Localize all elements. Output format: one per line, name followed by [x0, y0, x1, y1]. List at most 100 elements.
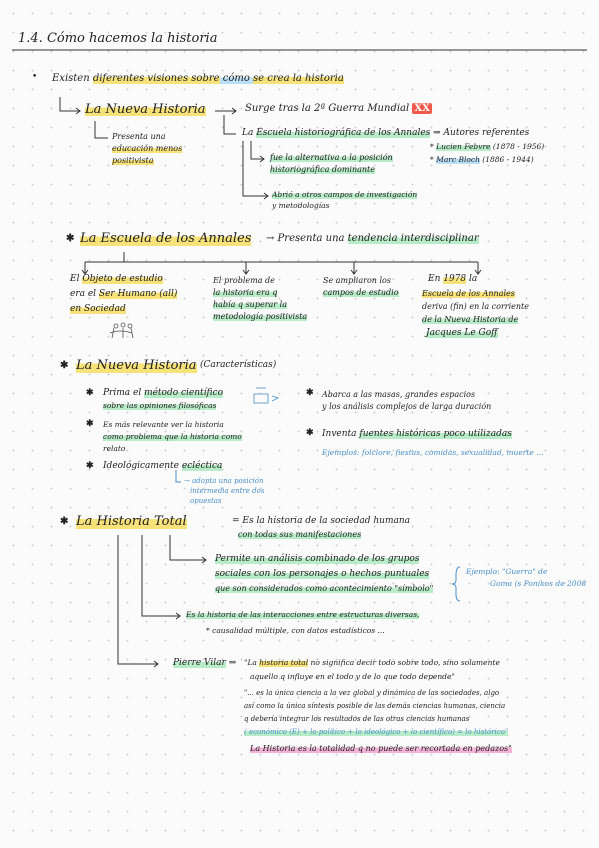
c2-line1: Es más relevante ver la historia — [103, 420, 224, 429]
total-def-1: = Es la historia de la sociedad humana — [232, 516, 411, 526]
abrio-2: y metodologías — [272, 201, 330, 210]
col4-line1: En 1978 la — [428, 274, 478, 284]
col4-line3: deriva (fin) en la corriente — [422, 302, 529, 311]
intro-text-a: Existen — [52, 73, 93, 84]
abrio-1-text: Abrió a otros campos de investigación — [272, 190, 418, 199]
intro-text-b: diferentes visiones sobre — [92, 73, 220, 84]
c2-2: como problema que la historia como — [103, 432, 242, 441]
total-star: ✱ — [60, 516, 69, 527]
vilar-line: Pierre Vilar ⇒ — [173, 658, 236, 668]
ejemplo-2: Goma (s Ponikos de 2008 — [490, 579, 587, 588]
annales-arrow-text: → Presenta una — [266, 233, 348, 244]
col4-1b: 1978 — [443, 274, 467, 284]
inter-1: Es la historia de las interacciones entr… — [186, 610, 420, 619]
quote-6-text: ( económico (E) + lo político + lo ideol… — [244, 728, 509, 736]
col1-line3: en Sociedad — [70, 304, 126, 314]
fue-2: historiográfica dominante — [270, 165, 375, 174]
quote-7: La Historia es la totalidad q no puede s… — [250, 744, 512, 753]
carac-label: La Nueva Historia — [76, 358, 197, 373]
annales-tendencia: → Presenta una tendencia interdisciplina… — [266, 233, 479, 244]
c3-a: Ideológicamente — [103, 461, 182, 471]
escuela-b: Escuela historiográfica de los Annales — [256, 128, 431, 138]
col4-line2: Escuela de los Annales — [422, 289, 515, 298]
c5-b: fuentes históricas poco utilizadas — [359, 429, 512, 439]
col4-1a: En — [428, 274, 444, 284]
annales-label-text: La Escuela de los Annales — [80, 231, 252, 246]
total-label-text: La Historia Total — [76, 514, 187, 529]
page-title: 1.4. Cómo hacemos la historia — [18, 31, 218, 46]
c3-note3: opuestas — [190, 497, 222, 505]
col2-4: metodología positivista — [213, 312, 308, 321]
c5-line: Inventa fuentes históricas poco utilizad… — [322, 429, 512, 439]
fue-1-text: fue la alternativa a la posición — [270, 153, 393, 162]
perm-1: Permite un análisis combinado de los gru… — [215, 554, 420, 564]
fue-2-text: historiográfica dominante — [270, 165, 375, 174]
vilar-name: Pierre Vilar — [173, 658, 226, 668]
col4-line4: de la Nueva Historia de — [422, 315, 519, 324]
escuela-c: ⇒ Autores referentes — [430, 128, 530, 138]
c1-line2: sobre las opiniones filosóficas — [103, 401, 217, 410]
c1-line1: Prima el método científico — [103, 388, 223, 398]
annales-label: La Escuela de los Annales — [80, 231, 252, 246]
col3-line2: campos de estudio — [323, 288, 399, 297]
escuela-line: La Escuela historiográfica de los Annale… — [242, 128, 530, 138]
c4-line2: y los análisis complejos de larga duraci… — [322, 402, 492, 411]
autor-bloch: * Marc Bloch (1886 - 1944) — [430, 155, 534, 164]
c2-line2: como problema que la historia como — [103, 432, 242, 441]
col1-2a: era el — [70, 289, 99, 299]
c2-star: ✱ — [86, 419, 94, 429]
quote-6: ( económico (E) + lo político + lo ideol… — [244, 728, 509, 736]
human-doodle — [109, 322, 134, 339]
c3-note2: intermedia entre dos — [190, 487, 265, 495]
ejemplo-1: Ejemplo: "Guerra" de — [466, 567, 548, 576]
c3-note1: → adopta una posición — [184, 477, 264, 485]
surge-text: Surge tras la 2ª Guerra Mundial XX — [245, 103, 432, 114]
escuela-a: La — [242, 128, 257, 138]
annales-tendencia-text: tendencia interdisciplinar — [347, 233, 479, 244]
c1-star: ✱ — [86, 388, 94, 398]
quote-1b: historia total — [259, 658, 309, 667]
quote-4: así como la única síntesis posible de la… — [244, 702, 506, 710]
presenta-2: educación menos — [112, 144, 183, 153]
method-doodle — [253, 387, 280, 404]
c5-star: ✱ — [306, 428, 314, 438]
annales-star: ✱ — [66, 233, 75, 244]
presenta-3: positivista — [112, 156, 154, 165]
presenta-1: Presenta una — [112, 132, 166, 141]
quote-1: "La historia total no significa decir to… — [244, 658, 500, 667]
carac-star: ✱ — [60, 360, 69, 371]
fue-1: fue la alternativa a la posición — [270, 153, 393, 162]
c4-star: ✱ — [306, 388, 314, 398]
col1-2b: Ser Humano (all) — [98, 289, 178, 299]
total-def-2-text: con todas sus manifestaciones — [238, 530, 362, 539]
col1-1a: El — [70, 274, 83, 284]
century-badge: XX — [412, 103, 432, 114]
col4-5: Jacques Le Goff — [426, 328, 498, 338]
autor2-dates: (1886 - 1944) — [479, 155, 534, 164]
col2-2: la historia era q — [213, 288, 278, 297]
abrio-1: Abrió a otros campos de investigación — [272, 190, 418, 199]
intro-text-c: cómo — [219, 73, 254, 84]
c2-line3: relato — [103, 444, 126, 453]
quote-1a: "La — [244, 658, 260, 667]
quote-3: "... es la única ciencia a la vez global… — [244, 689, 500, 697]
perm-3: que son considerados como acontecimiento… — [215, 584, 434, 593]
col2-3: había q superar la — [213, 300, 287, 309]
autor1-name: Lucien Febvre — [436, 142, 491, 151]
c4-line1: Abarca a las masas, grandes espacios — [322, 390, 476, 399]
total-label: La Historia Total — [76, 514, 187, 529]
perm-3-text: que son considerados como acontecimiento… — [215, 584, 434, 593]
col4-1c: la — [466, 274, 478, 284]
c3-line: Ideológicamente ecléctica — [103, 461, 223, 471]
intro-line: Existen diferentes visiones sobre cómo s… — [52, 73, 344, 84]
c1-1b: método científico — [144, 388, 223, 398]
quote-7-text: La Historia es la totalidad q no puede s… — [250, 744, 512, 753]
c1-1a: Prima el — [103, 388, 145, 398]
perm-2-text: sociales con los personajes o hechos pun… — [215, 569, 430, 579]
arrow-nueva-historia — [59, 97, 80, 112]
autor1-dates: (1878 - 1956) — [490, 142, 545, 151]
autor2-star: * — [430, 155, 437, 164]
col4-line5: Jacques Le Goff — [426, 328, 498, 338]
inter-1-text: Es la historia de las interacciones entr… — [186, 610, 420, 619]
